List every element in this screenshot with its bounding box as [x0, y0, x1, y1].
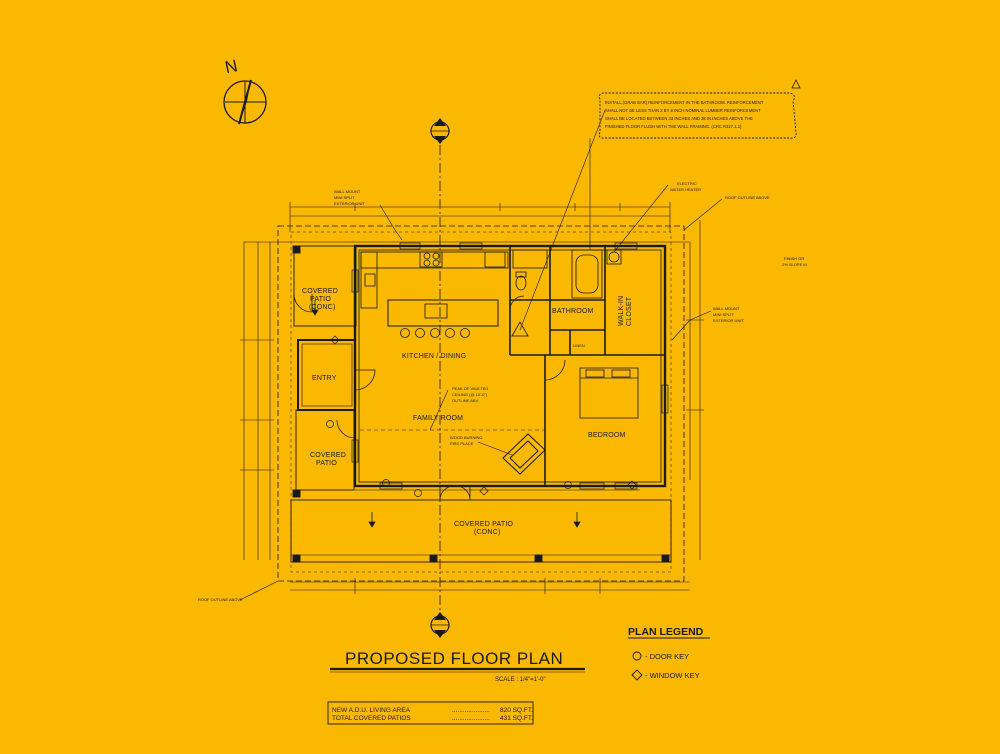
svg-text:FINISH GR: FINISH GR: [784, 256, 804, 261]
roof-outline-callout-bottom: ROOF OUTLINE ABOVE: [198, 580, 279, 602]
door-key-icon: [632, 651, 642, 661]
water-heater-callout: ELECTRIC WATER HEATER: [613, 181, 701, 253]
room-label: (CONC): [474, 529, 500, 536]
svg-text:WOOD BURNING: WOOD BURNING: [450, 435, 482, 440]
bathroom-fixtures: [511, 249, 622, 337]
plan-scale: SCALE : 1/4"=1'-0": [495, 677, 546, 683]
room-label: CLOSET: [626, 296, 633, 326]
bedroom-bed: [579, 367, 639, 419]
svg-text:INSTALL (GRAB BAR) REINFORCEME: INSTALL (GRAB BAR) REINFORCEMENT IN THE …: [605, 100, 764, 105]
fireplace-callout: WOOD BURNING FIRE PLACE: [450, 435, 513, 456]
svg-text:EXTERIOR UNIT: EXTERIOR UNIT: [713, 318, 744, 323]
svg-text:SHALL NOT BE LESS THAN 2 BY 8: SHALL NOT BE LESS THAN 2 BY 8 INCH NOMIN…: [605, 108, 761, 113]
svg-text:.....................: .....................: [452, 715, 490, 722]
room-label: COVERED: [302, 288, 338, 295]
svg-text:ELECTRIC: ELECTRIC: [677, 181, 697, 186]
room-label: BATHROOM: [552, 308, 594, 315]
svg-text:WALL MOUNT: WALL MOUNT: [713, 306, 740, 311]
svg-text:FIRE PLACE: FIRE PLACE: [450, 441, 474, 446]
patio-slabs: [290, 245, 672, 563]
room-label: KITCHEN / DINING: [402, 353, 466, 360]
mini-split-callout-right: WALL MOUNT MINI SPLIT EXTERIOR UNIT: [671, 306, 744, 341]
section-marker-top: [430, 118, 450, 144]
room-label: LINEN: [573, 343, 585, 348]
door-swings: [293, 293, 566, 501]
plan-legend: PLAN LEGEND - DOOR KEY - WINDOW KEY: [628, 626, 710, 681]
area-summary-table: NEW A.D.U. LIVING AREA .................…: [327, 701, 534, 725]
area-value: 431 SQ.FT.: [500, 715, 533, 722]
room-label: COVERED PATIO: [454, 521, 513, 528]
interior-walls: [509, 246, 665, 486]
kitchen-fixtures: [360, 251, 509, 338]
room-label: PATIO: [310, 296, 331, 303]
svg-text:PEAK OF VAULTED: PEAK OF VAULTED: [452, 386, 488, 391]
area-value: 820 SQ.FT.: [500, 707, 533, 714]
room-label: BEDROOM: [588, 432, 626, 439]
north-label: N: [223, 56, 239, 77]
svg-text:EXTERIOR UNIT: EXTERIOR UNIT: [334, 201, 365, 206]
room-label: COVERED: [310, 452, 346, 459]
room-label: WALK-IN: [618, 296, 625, 326]
svg-text:.....................: .....................: [452, 707, 490, 714]
room-label: FAMILY ROOM: [413, 415, 463, 422]
area-label: TOTAL COVERED PATIOS: [332, 715, 411, 722]
svg-text:MINI SPLIT: MINI SPLIT: [334, 195, 355, 200]
north-arrow: N: [223, 56, 267, 125]
room-label: (CONC): [309, 304, 335, 311]
room-labels: COVERED PATIO (CONC) ENTRY COVERED PATIO…: [302, 288, 633, 536]
fireplace: [502, 433, 546, 475]
plan-key-symbols: [326, 335, 637, 497]
svg-text:CEILING (@ 10'-0"): CEILING (@ 10'-0"): [452, 392, 488, 397]
vaulted-ceiling-callout: PEAK OF VAULTED CEILING (@ 10'-0") OUTLI…: [429, 386, 488, 431]
svg-text:2% SLOPE M: 2% SLOPE M: [782, 262, 807, 267]
roof-outline: [277, 225, 685, 582]
plan-title: PROPOSED FLOOR PLAN: [345, 649, 563, 668]
svg-text:MINI SPLIT: MINI SPLIT: [713, 312, 734, 317]
title-block: PROPOSED FLOOR PLAN SCALE : 1/4"=1'-0": [330, 649, 585, 683]
room-label: PATIO: [316, 460, 337, 467]
area-label: NEW A.D.U. LIVING AREA: [332, 707, 411, 714]
svg-text:ROOF OUTLINE ABOVE: ROOF OUTLINE ABOVE: [725, 195, 770, 200]
section-marker-bottom: [430, 612, 450, 638]
bath-reinforcement-note: INSTALL (GRAB BAR) REINFORCEMENT IN THE …: [519, 79, 801, 331]
svg-text:WATER HEATER: WATER HEATER: [670, 187, 701, 192]
svg-text:FINISHED FLOOR FLUSH WITH THE: FINISHED FLOOR FLUSH WITH THE WALL FRAMI…: [605, 124, 742, 129]
svg-text:ROOF OUTLINE ABOVE: ROOF OUTLINE ABOVE: [198, 597, 243, 602]
svg-text:OUTLINE ABV.: OUTLINE ABV.: [452, 398, 479, 403]
roof-outline-callout-top: ROOF OUTLINE ABOVE: [683, 195, 770, 231]
svg-text:WALL MOUNT: WALL MOUNT: [334, 189, 361, 194]
svg-text:SHALL BE LOCATED BETWEEN 33 IN: SHALL BE LOCATED BETWEEN 33 INCHES AND 3…: [605, 116, 753, 121]
room-label: ENTRY: [312, 375, 337, 382]
legend-window-key: - WINDOW KEY: [645, 671, 700, 680]
slope-arrows: [311, 300, 581, 528]
mini-split-callout-left: WALL MOUNT MINI SPLIT EXTERIOR UNIT: [334, 189, 403, 241]
windows: [351, 242, 669, 490]
dimension-lines: [240, 202, 704, 594]
finish-grade-callout: FINISH GR 2% SLOPE M: [782, 256, 807, 267]
exterior-walls: [297, 244, 667, 488]
window-key-icon: [631, 669, 643, 681]
legend-heading: PLAN LEGEND: [628, 626, 704, 638]
legend-door-key: - DOOR KEY: [645, 652, 689, 661]
